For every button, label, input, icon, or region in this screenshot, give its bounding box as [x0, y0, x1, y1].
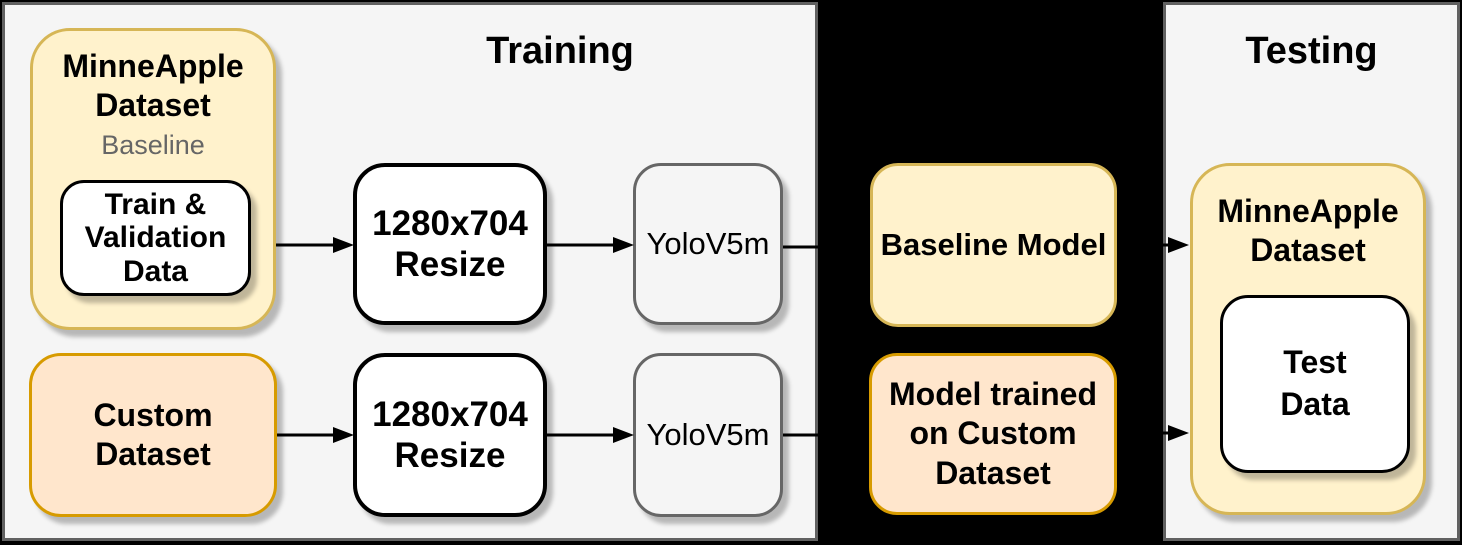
train-validation-data-node: Train & Validation Data [60, 180, 251, 296]
baseline-subtitle: Baseline [101, 130, 205, 161]
test-data-node: Test Data [1220, 295, 1410, 473]
minneapple-dataset-testing-node: MinneApple Dataset Test Data [1190, 163, 1426, 515]
custom-trained-model-node: Model trained on Custom Dataset [869, 353, 1117, 515]
custom-dataset-node: Custom Dataset [29, 353, 277, 517]
training-panel-title: Training [486, 30, 634, 72]
yolov5m-node-bottom: YoloV5m [633, 353, 783, 517]
baseline-model-node: Baseline Model [870, 163, 1117, 327]
minneapple-dataset-baseline-node: MinneApple Dataset Baseline Train & Vali… [30, 28, 276, 330]
resize-node-bottom: 1280x704 Resize [353, 353, 547, 517]
minneapple-dataset-testing-title: MinneApple Dataset [1217, 193, 1399, 269]
testing-panel-title: Testing [1245, 30, 1378, 72]
resize-node-top: 1280x704 Resize [353, 163, 547, 325]
yolov5m-node-top: YoloV5m [633, 163, 783, 325]
minneapple-dataset-baseline-title: MinneApple Dataset [62, 48, 244, 124]
